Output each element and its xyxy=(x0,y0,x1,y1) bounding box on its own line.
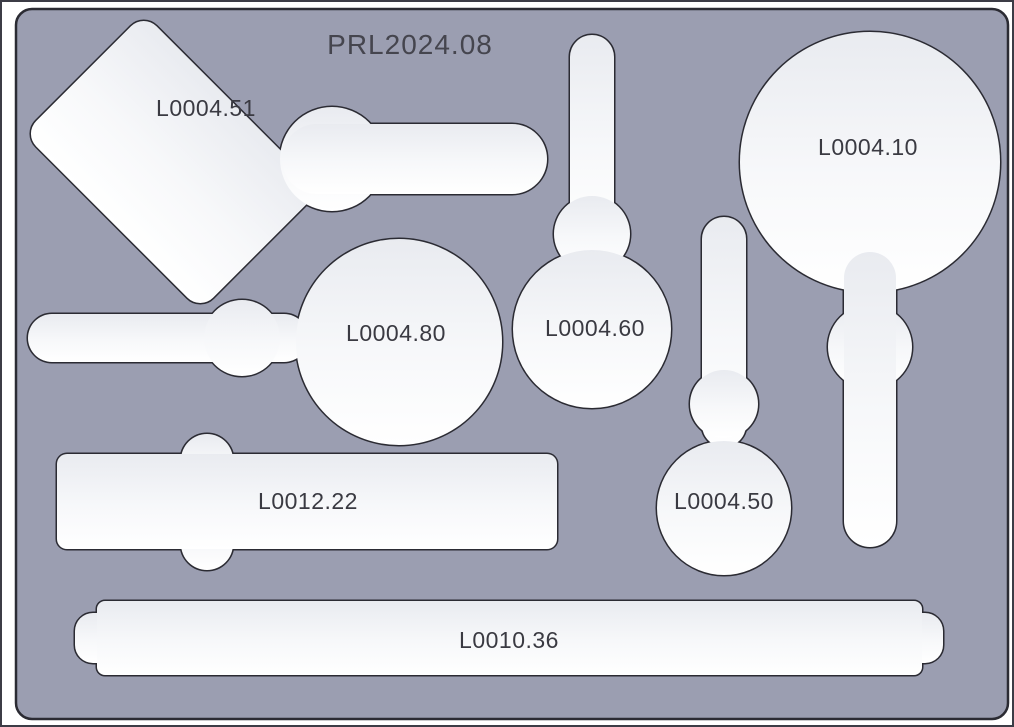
part-l0010-36: L0010.36 xyxy=(73,599,945,677)
part-l0012-22: L0012.22 xyxy=(55,432,559,572)
part-label: L0004.51 xyxy=(156,95,256,121)
part-l0004-80: L0004.80 xyxy=(26,237,504,447)
part-l0004-10: L0004.10 xyxy=(738,30,1002,549)
part-label: L0004.80 xyxy=(346,320,446,346)
part-label: L0010.36 xyxy=(459,627,559,653)
drawing-title: PRL2024.08 xyxy=(327,29,493,60)
part-label: L0004.50 xyxy=(674,488,774,514)
part-label: L0004.10 xyxy=(818,134,918,160)
part-l0004-60: L0004.60 xyxy=(511,33,673,410)
part-label: L0004.60 xyxy=(545,315,645,341)
part-l0004-50: L0004.50 xyxy=(655,215,793,577)
part-l0004-51: L0004.51 xyxy=(22,12,549,312)
part-label: L0012.22 xyxy=(258,488,358,514)
